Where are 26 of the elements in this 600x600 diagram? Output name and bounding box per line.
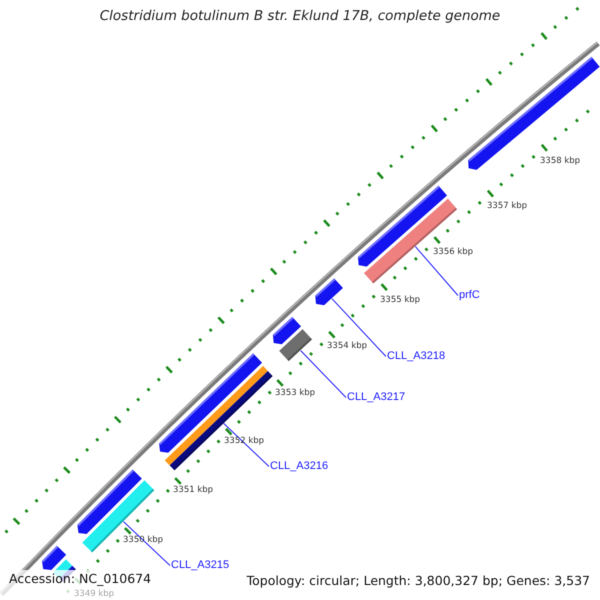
gene-block [468, 56, 600, 170]
gene-label: CLL_A3216 [270, 460, 328, 474]
gene-bar [364, 198, 458, 284]
accession-text: Accession: NC_010674 [9, 571, 152, 586]
gene-label: CLL_A3215 [171, 559, 230, 572]
genome-info-text: Topology: circular; Length: 3,800,327 bp; Genes: 3,537 [246, 573, 590, 588]
scale-label: 3354 kbp [327, 341, 368, 352]
scale-label: 3350 kbp [123, 535, 164, 546]
leader-line [223, 422, 270, 467]
scale-label: 3353 kbp [275, 388, 316, 398]
leader-line [300, 350, 346, 398]
scale-label: 3357 kbp [487, 201, 528, 212]
scale-label: 3356 kbp [433, 247, 474, 258]
leader-line [123, 521, 170, 566]
gene-label: prfC [459, 289, 480, 302]
leader-line [414, 246, 458, 296]
leader-line [332, 298, 386, 357]
scale-label: 3349 kbp [74, 589, 114, 600]
scale-label: 3355 kbp [380, 295, 420, 306]
gene-bar [279, 329, 312, 362]
gene-label: CLL_A3217 [347, 391, 406, 404]
diagram-title: Clostridium botulinum B str. Eklund 17B, complete genome [98, 8, 502, 24]
scale-label: 3358 kbp [540, 156, 580, 166]
scale-label: 3351 kbp [173, 485, 214, 496]
gene-block [315, 278, 343, 306]
gene-label: CLL_A3218 [387, 350, 446, 364]
